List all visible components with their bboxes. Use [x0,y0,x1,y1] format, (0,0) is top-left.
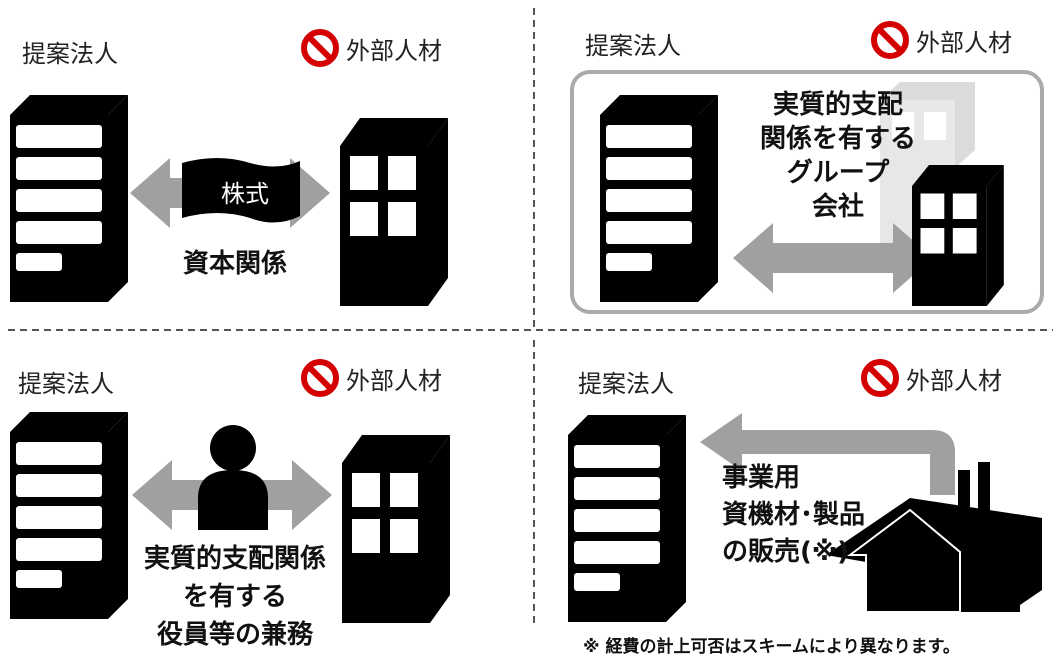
sales-line-3: の販売(※) [722,537,850,567]
external-talent-label-group: 外部人材 [870,20,1012,60]
concurrent-officer-label: 実質的支配関係 を有する 役員等の兼務 [110,540,360,654]
no-entry-icon [861,359,899,397]
building-icon [340,118,448,306]
sales-line-1: 事業用 [722,463,801,493]
stock-label: 株式 [221,180,269,208]
building-icon [568,415,686,622]
external-talent-label: 外部人材 [916,28,1012,57]
building-icon [600,95,718,302]
caption-line-1: 実質的支配関係 [143,544,326,574]
external-talent-label-group: 外部人材 [300,358,442,398]
group-line-3: グループ [786,158,890,188]
product-sales-label: 事業用 資機材･製品 の販売(※) [722,460,902,571]
group-company-label: 実質的支配 関係を有する グループ 会社 [738,88,938,224]
building-icon [10,95,128,302]
external-talent-label-group: 外部人材 [860,358,1002,398]
group-frame [570,70,1044,314]
no-entry-icon [871,21,909,59]
company-label: 提案法人 [585,32,681,60]
caption-line-2: を有する [182,582,287,612]
company-label: 提案法人 [22,40,118,68]
external-talent-label: 外部人材 [906,366,1002,395]
footnote: ※ 経費の計上可否はスキームにより異なります。 [583,637,960,657]
person-icon [198,425,268,530]
no-entry-icon [301,359,339,397]
bent-arrow-icon [700,413,955,495]
external-talent-label: 外部人材 [346,366,442,395]
group-line-4: 会社 [811,192,864,222]
company-label: 提案法人 [18,370,114,398]
group-line-2: 関係を有する [759,124,916,154]
group-line-1: 実質的支配 [772,90,903,120]
double-arrow-icon [733,223,933,293]
caption-line-3: 役員等の兼務 [156,620,313,650]
company-label: 提案法人 [578,370,674,398]
external-talent-label-group: 外部人材 [300,28,442,68]
house-icon [826,462,1042,613]
sales-line-2: 資機材･製品 [722,500,866,530]
no-entry-icon [301,29,339,67]
capital-relation-label: 資本関係 [182,249,287,279]
external-talent-label: 外部人材 [346,36,442,65]
stock-certificate-icon [182,158,300,223]
